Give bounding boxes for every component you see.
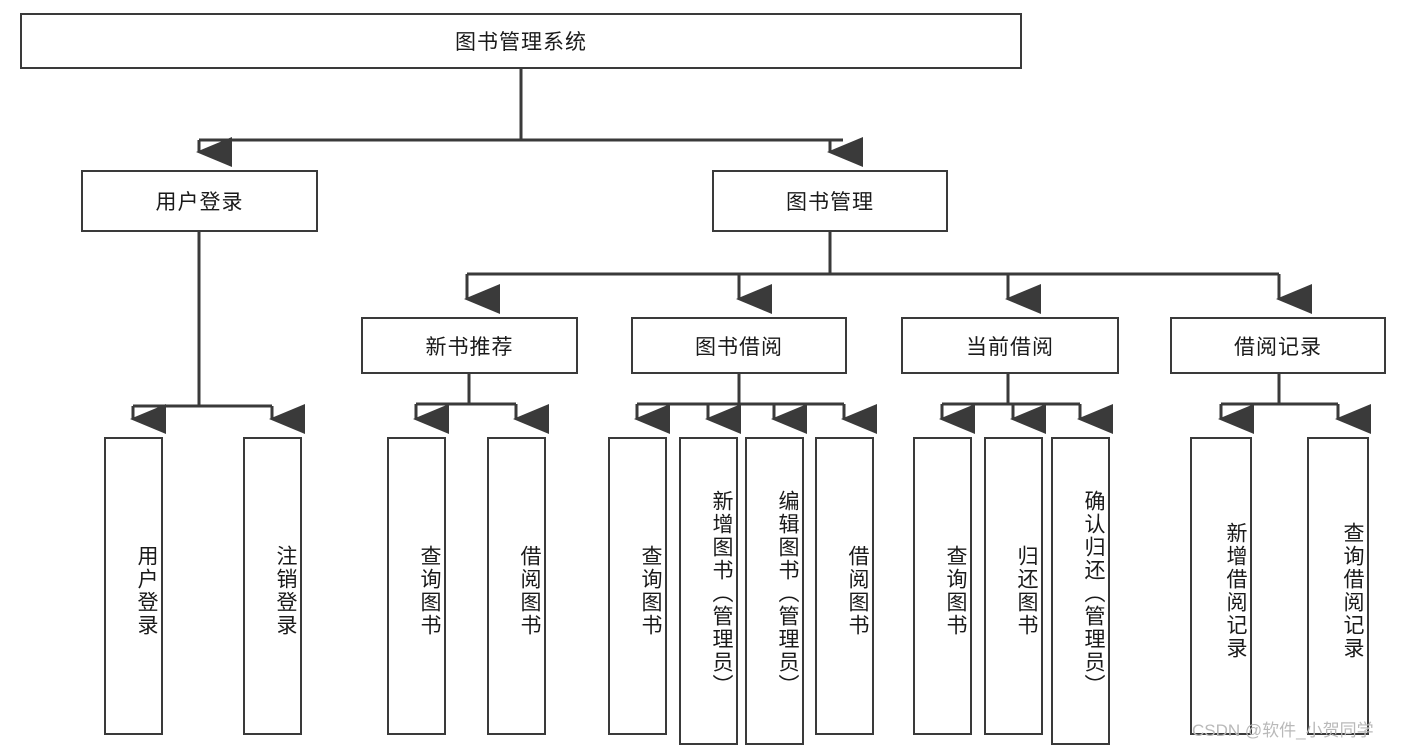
node-new-book-recommend[interactable]: 新书推荐 bbox=[361, 317, 578, 374]
leaf-borrow-book[interactable]: 借阅图书 bbox=[815, 437, 874, 735]
csdn-watermark: CSDN @软件_小贺同学 bbox=[1192, 721, 1374, 740]
leaf-query-borrow-record[interactable]: 查询借阅记录 bbox=[1307, 437, 1369, 735]
leaf-query-book-current[interactable]: 查询图书 bbox=[913, 437, 972, 735]
leaf-add-borrow-record[interactable]: 新增借阅记录 bbox=[1190, 437, 1252, 735]
leaf-query-book-recommend[interactable]: 查询图书 bbox=[387, 437, 446, 735]
leaf-add-book[interactable]: 新增图书（管理员） bbox=[679, 437, 738, 745]
leaf-borrow-book-recommend[interactable]: 借阅图书 bbox=[487, 437, 546, 735]
leaf-logout[interactable]: 注销登录 bbox=[243, 437, 302, 735]
node-user-login[interactable]: 用户登录 bbox=[81, 170, 318, 232]
node-book-borrow[interactable]: 图书借阅 bbox=[631, 317, 847, 374]
leaf-confirm-return[interactable]: 确认归还（管理员） bbox=[1051, 437, 1110, 745]
node-root[interactable]: 图书管理系统 bbox=[20, 13, 1022, 69]
leaf-edit-book[interactable]: 编辑图书（管理员） bbox=[745, 437, 804, 745]
node-borrow-record[interactable]: 借阅记录 bbox=[1170, 317, 1386, 374]
leaf-query-book-borrow[interactable]: 查询图书 bbox=[608, 437, 667, 735]
node-current-borrow[interactable]: 当前借阅 bbox=[901, 317, 1119, 374]
leaf-return-book[interactable]: 归还图书 bbox=[984, 437, 1043, 735]
leaf-user-login[interactable]: 用户登录 bbox=[104, 437, 163, 735]
node-book-management[interactable]: 图书管理 bbox=[712, 170, 948, 232]
